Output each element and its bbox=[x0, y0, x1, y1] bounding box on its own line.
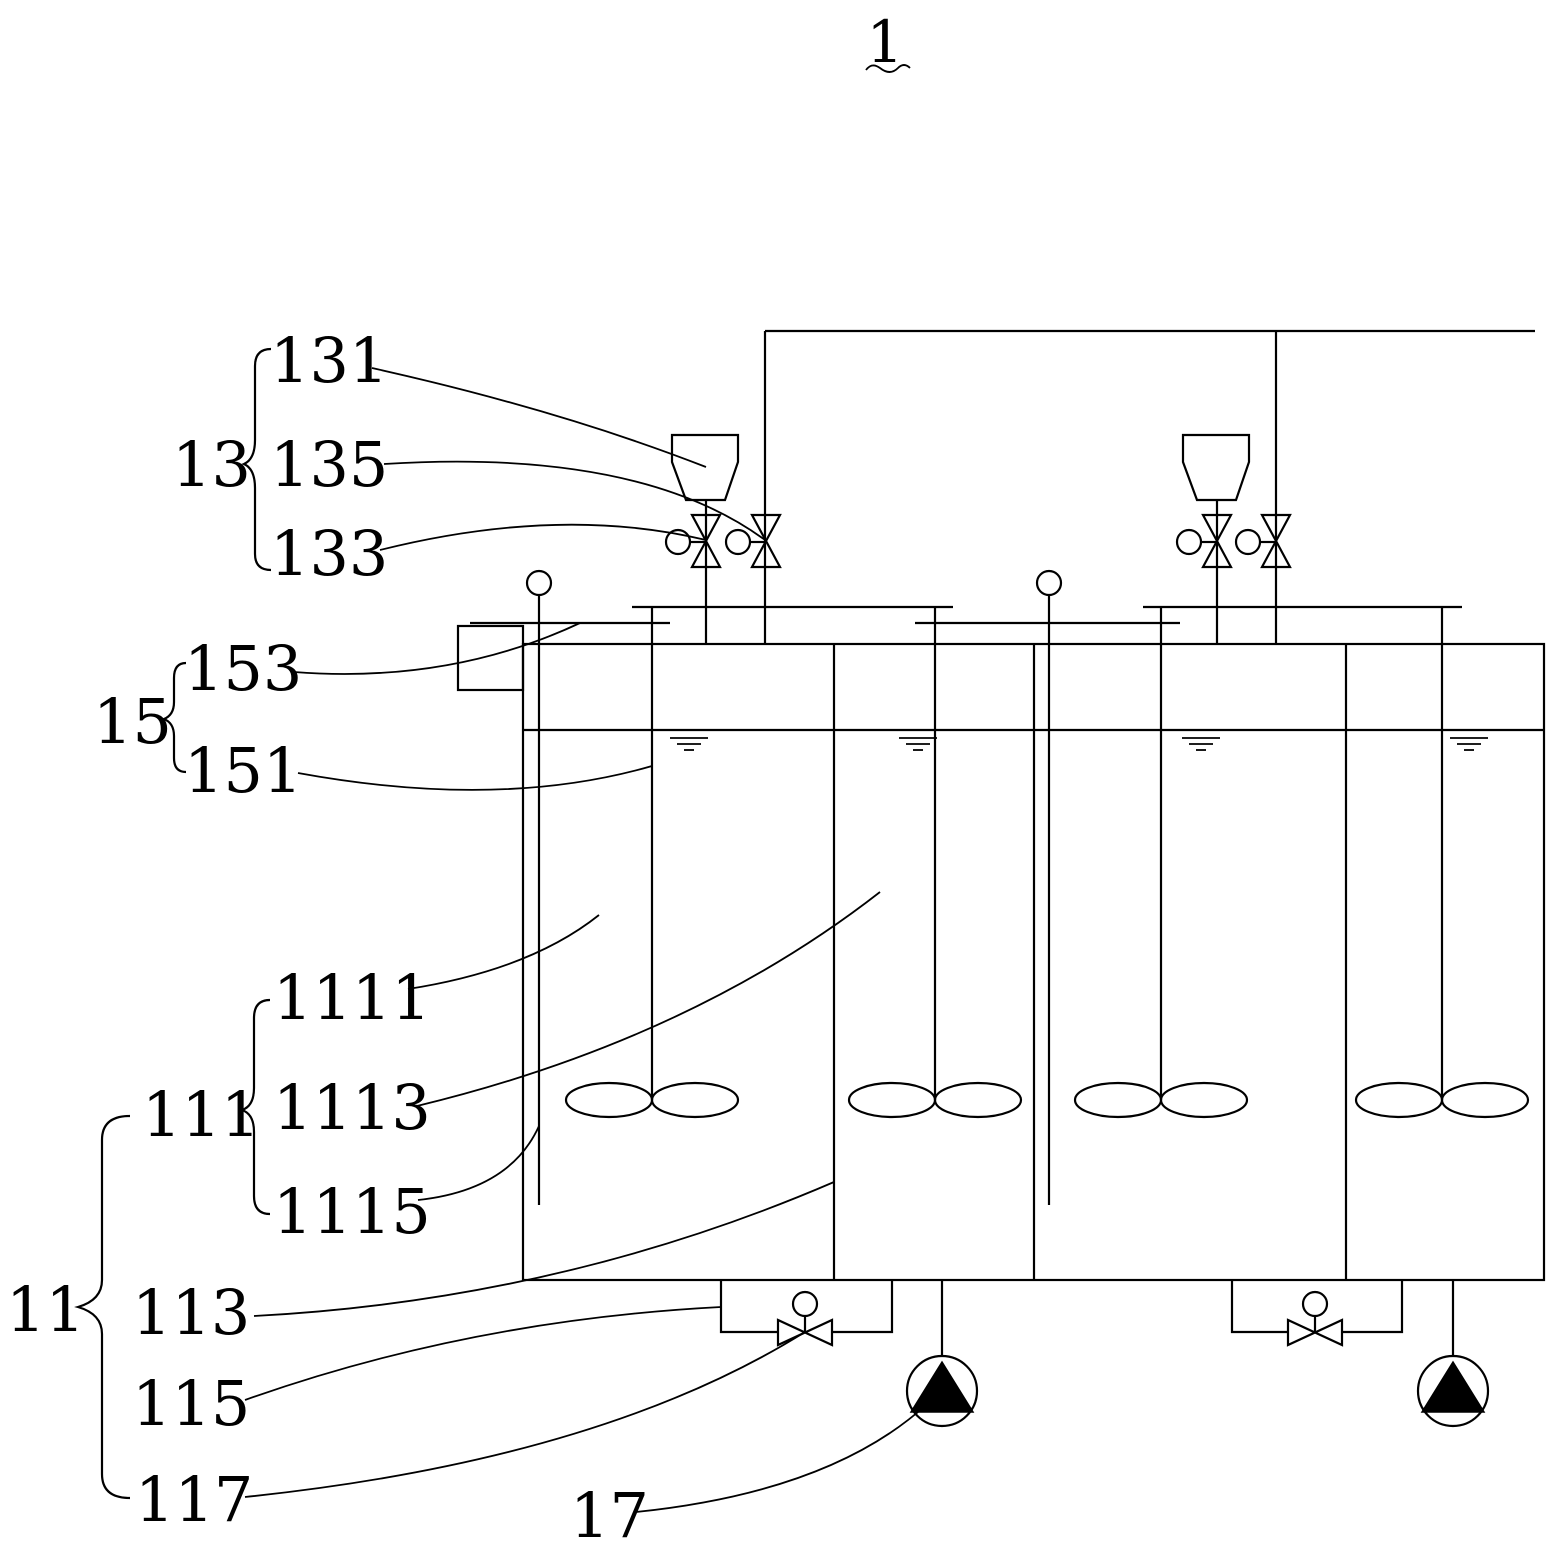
label-13: 13 bbox=[172, 428, 251, 501]
dosing-unit-right bbox=[1175, 433, 1292, 644]
mixer-1 bbox=[564, 607, 740, 1119]
mixer-3 bbox=[1073, 607, 1249, 1119]
pump-left bbox=[905, 1280, 979, 1428]
brace-111 bbox=[238, 998, 271, 1216]
label-153: 153 bbox=[184, 632, 302, 705]
leader-117 bbox=[244, 1331, 806, 1498]
valve-actuator-left-b bbox=[724, 528, 752, 556]
probe-left-head bbox=[525, 569, 553, 597]
label-131: 131 bbox=[270, 324, 388, 397]
probe-right-head bbox=[1035, 569, 1063, 597]
leader-1115 bbox=[417, 1125, 540, 1201]
brace-11 bbox=[74, 1114, 131, 1500]
brace-15 bbox=[161, 661, 187, 774]
leader-151 bbox=[297, 765, 653, 791]
reaction-tank bbox=[521, 642, 1546, 1282]
label-1115: 1115 bbox=[273, 1175, 431, 1248]
figure-number: 1 bbox=[865, 8, 911, 76]
leader-153 bbox=[293, 622, 581, 675]
bypass-right bbox=[1230, 1280, 1404, 1347]
label-17: 17 bbox=[570, 1479, 649, 1552]
hopper-right bbox=[1181, 433, 1251, 502]
valve-left-b bbox=[750, 513, 782, 569]
valve-right-a bbox=[1201, 513, 1233, 569]
grouping-braces bbox=[74, 347, 272, 1500]
level-probes bbox=[525, 569, 1063, 1205]
leader-131 bbox=[371, 367, 707, 468]
dosing-unit-left bbox=[664, 433, 782, 644]
leader-115 bbox=[244, 1306, 722, 1401]
brace-13 bbox=[241, 347, 272, 572]
leader-lines bbox=[244, 367, 927, 1513]
label-15: 15 bbox=[93, 685, 172, 758]
label-115: 115 bbox=[132, 1367, 250, 1440]
label-151: 151 bbox=[184, 734, 302, 807]
label-113: 113 bbox=[132, 1276, 250, 1349]
valve-right-b bbox=[1260, 513, 1292, 569]
supply-pipe-network bbox=[763, 329, 1535, 644]
valve-actuator-right-b bbox=[1234, 528, 1262, 556]
reference-labels: 131 13 135 133 153 15 151 1111 1113 111 … bbox=[6, 324, 649, 1552]
mixer-2 bbox=[847, 607, 1023, 1119]
mixer-support-bars bbox=[470, 605, 1462, 625]
label-135: 135 bbox=[270, 428, 388, 501]
figure-number-tilde bbox=[865, 64, 911, 73]
bottom-valve-left bbox=[776, 1318, 834, 1347]
control-box bbox=[456, 624, 525, 692]
label-11: 11 bbox=[6, 1273, 85, 1346]
leader-113 bbox=[253, 1181, 835, 1317]
valve-left-a bbox=[690, 513, 722, 569]
label-1111: 1111 bbox=[273, 961, 431, 1034]
label-111: 111 bbox=[142, 1078, 260, 1151]
label-117: 117 bbox=[135, 1463, 253, 1536]
bottom-valve-left-actuator bbox=[791, 1290, 819, 1318]
leader-1111 bbox=[407, 914, 600, 990]
bypass-left bbox=[719, 1280, 894, 1347]
bottom-valve-right bbox=[1286, 1318, 1344, 1347]
leader-135 bbox=[383, 460, 766, 541]
pump-right bbox=[1416, 1280, 1490, 1428]
mixer-4 bbox=[1354, 607, 1530, 1119]
bottom-valve-right-actuator bbox=[1301, 1290, 1329, 1318]
leader-17 bbox=[635, 1404, 927, 1513]
label-1113: 1113 bbox=[273, 1071, 431, 1144]
label-133: 133 bbox=[270, 517, 388, 590]
hopper-left bbox=[670, 433, 740, 502]
leader-133 bbox=[379, 523, 707, 551]
water-level-markers bbox=[670, 737, 1488, 751]
valve-actuator-right-a bbox=[1175, 528, 1203, 556]
leader-1113 bbox=[416, 891, 881, 1107]
